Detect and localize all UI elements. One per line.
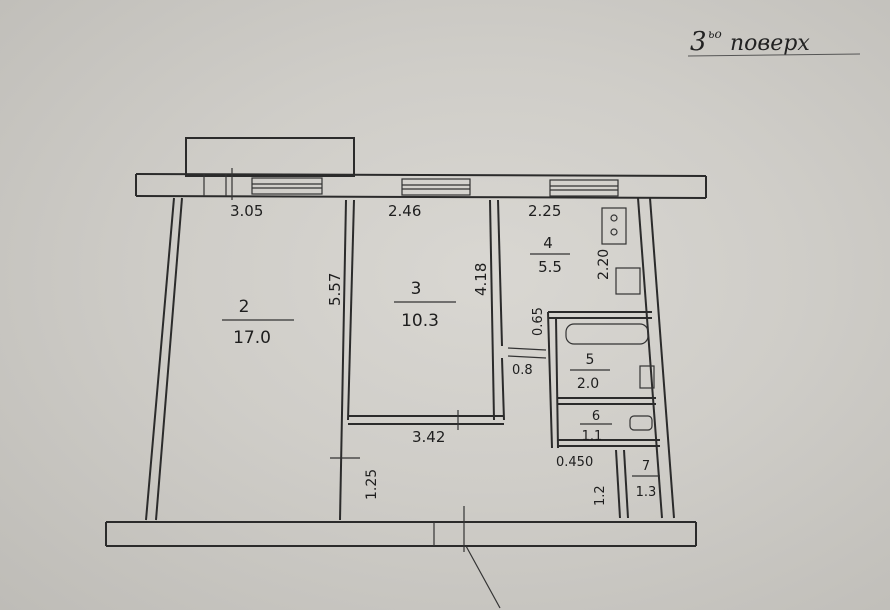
bottom-wall: [105, 506, 697, 609]
room-6-area: 1.1: [582, 429, 603, 444]
balcony: [185, 137, 355, 177]
stove-icon: [601, 207, 627, 245]
dim-top-middle: 2.46: [388, 202, 421, 220]
partition-2-3: [330, 199, 360, 521]
bathtub-icon: [565, 323, 649, 345]
room-3-number: 3: [411, 279, 422, 299]
floor-word: поверх: [730, 31, 810, 56]
left-wall: [145, 197, 183, 521]
room-7-area: 1.3: [636, 485, 657, 500]
room-2-label: 2 17.0: [222, 297, 294, 348]
room-7-label: 7 1.3: [632, 459, 660, 500]
room-5-label: 5 2.0: [570, 352, 610, 392]
dim-room3-height: 4.18: [472, 263, 490, 296]
room-7-number: 7: [642, 459, 650, 474]
bathroom-block: [547, 311, 660, 449]
dim-room7-side: 1.2: [593, 485, 608, 506]
room-2-number: 2: [239, 297, 250, 317]
room-6-label: 6 1.1: [580, 409, 612, 444]
window-2: [401, 178, 471, 196]
window-1: [251, 177, 323, 195]
window-3: [549, 179, 619, 197]
dim-corridor: 1.25: [364, 469, 380, 500]
dim-kitchen-gap: 0.65: [531, 307, 546, 336]
dim-top-right: 2.25: [528, 202, 561, 220]
room-5-number: 5: [586, 352, 595, 368]
dim-room3-bottom: 3.42: [412, 428, 445, 446]
dim-kitchen-side: 2.20: [596, 249, 612, 280]
room-3-area: 10.3: [401, 311, 439, 331]
room7-walls: [615, 449, 629, 519]
floor-suffix: ьо: [708, 27, 722, 41]
kitchen-sink-icon: [615, 267, 641, 295]
top-wall: [135, 168, 707, 200]
dim-door-small: 0.8: [512, 363, 533, 378]
room-4-label: 4 5.5: [530, 234, 570, 276]
floor-underline: [687, 53, 861, 57]
floor-label: 3 ьо поверх: [687, 27, 861, 57]
floor-number: 3: [690, 27, 707, 57]
room3-bottom-wall: [348, 410, 504, 430]
dim-top-left: 3.05: [230, 202, 263, 220]
sink-icon: [639, 365, 655, 389]
right-wall: [637, 197, 675, 519]
dim-bottom-small: 0.450: [556, 455, 593, 470]
toilet-icon: [629, 415, 653, 431]
room-2-area: 17.0: [233, 328, 271, 348]
partition-3-4: [489, 199, 547, 421]
dim-room2-height: 5.57: [326, 273, 344, 306]
room-5-area: 2.0: [577, 376, 599, 392]
room-3-label: 3 10.3: [394, 279, 456, 331]
room-6-number: 6: [592, 409, 600, 424]
room-4-number: 4: [543, 234, 553, 252]
room-4-area: 5.5: [538, 258, 562, 276]
